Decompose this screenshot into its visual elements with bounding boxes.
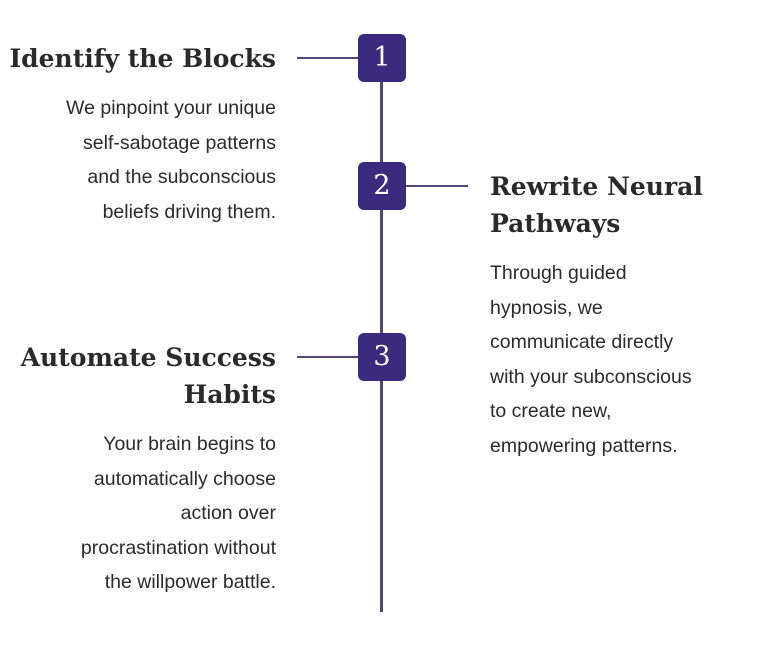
step-2-description-line: Through guided	[490, 262, 627, 284]
step-3-title-line: Habits	[183, 380, 276, 409]
step-1-description: We pinpoint your unique self-sabotage pa…	[9, 91, 276, 229]
step-3-description: Your brain begins to automatically choos…	[21, 427, 276, 600]
step-1-description-line: We pinpoint your unique	[66, 97, 276, 119]
step-2-content: Rewrite Neural Pathways Through guided h…	[490, 168, 703, 463]
step-1-title: Identify the Blocks	[9, 44, 276, 73]
step-2-description-line: with your subconscious	[490, 365, 692, 388]
step-1-description-line: and the subconscious	[87, 166, 276, 188]
step-2-title-line: Rewrite Neural	[490, 172, 703, 201]
step-3-description-line: action over	[180, 502, 276, 524]
step-1-number-badge: 1	[358, 34, 406, 82]
step-3-content: Automate Success Habits Your brain begin…	[21, 339, 276, 600]
step-2-number-badge: 2	[358, 162, 406, 210]
step-2-description: Through guided hypnosis, we communicate …	[490, 256, 703, 463]
step-3-number-badge: 3	[358, 333, 406, 381]
step-3-title: Automate Success Habits	[21, 339, 276, 413]
step-3-description-line: automatically choose	[93, 467, 276, 490]
step-1-content: Identify the Blocks We pinpoint your uni…	[9, 40, 276, 229]
step-1-description-line: beliefs driving them.	[102, 200, 276, 223]
step-2-description-line: to create new,	[490, 400, 612, 422]
step-2-description-line: hypnosis, we	[490, 296, 603, 319]
step-3-description-line: procrastination without	[80, 536, 276, 559]
step-3-connector	[297, 356, 359, 358]
step-2-description-line: communicate directly	[490, 331, 674, 353]
step-1-connector	[297, 57, 359, 59]
step-1-description-line: self-sabotage patterns	[83, 131, 276, 154]
step-3-description-line: the willpower battle.	[104, 571, 276, 593]
step-2-description-line: empowering patterns.	[490, 434, 678, 457]
step-2-title: Rewrite Neural Pathways	[490, 168, 703, 242]
step-3-description-line: Your brain begins to	[103, 433, 276, 455]
step-2-title-line: Pathways	[490, 209, 621, 238]
step-2-connector	[405, 185, 468, 187]
step-3-title-line: Automate Success	[20, 343, 276, 372]
